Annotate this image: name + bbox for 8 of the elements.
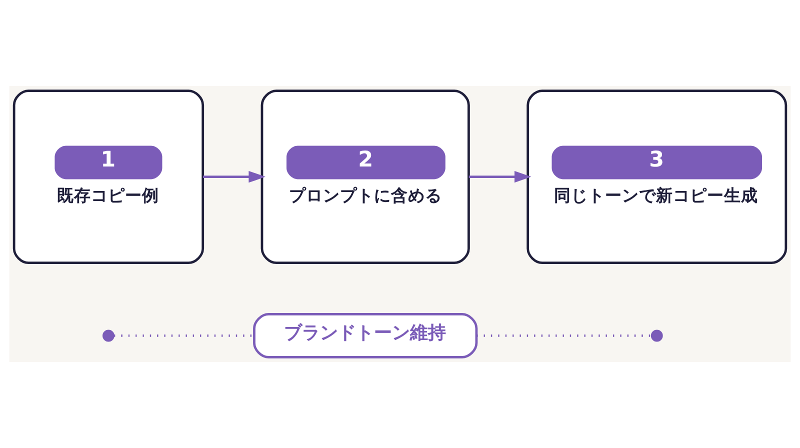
node-box: 3 同じトーンで新コピー生成	[526, 90, 788, 264]
arrow	[468, 170, 532, 183]
node-circle	[650, 330, 663, 342]
node-box: 2 プロンプトに含める	[260, 90, 470, 264]
node-circle	[102, 330, 114, 342]
arrow	[202, 170, 266, 183]
node-box: ブランドトーン維持	[253, 313, 478, 358]
node-box: 1 既存コピー例	[12, 90, 204, 264]
